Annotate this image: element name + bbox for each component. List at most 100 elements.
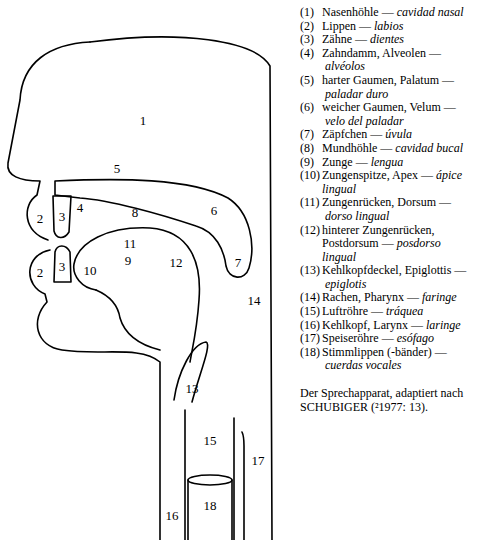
part-number: (11)	[300, 196, 320, 210]
spanish-term: cuerdas vocales	[325, 358, 402, 372]
spanish-term: paladar duro	[325, 87, 388, 101]
german-term: Kehlkopf, Larynx —	[322, 318, 423, 332]
vocal-cords	[188, 475, 232, 485]
part-number: (15)	[300, 305, 320, 319]
german-term: harter Gaumen, Palatum —	[322, 73, 454, 87]
legend-entry: (7) Zäpfchen —úvula	[300, 128, 476, 142]
part-number: (9)	[300, 156, 314, 170]
part-number: (12)	[300, 224, 320, 238]
german-term: Mundhöhle —	[322, 141, 392, 155]
legend-entry: (9) Zunge —lengua	[300, 156, 476, 170]
legend-entry: (17)Speiseröhre —esófago	[300, 332, 476, 346]
legend-entry: (14)Rachen, Pharynx —faringe	[300, 291, 476, 305]
part-number: (1)	[300, 6, 314, 20]
callout-number: 18	[204, 499, 217, 512]
german-term: weicher Gaumen, Velum —	[322, 100, 456, 114]
legend-entry: (12)hinterer Zungenrücken, Postdorsum —p…	[300, 224, 476, 265]
spanish-term: esófago	[397, 331, 434, 345]
spanish-term: faringe	[422, 290, 457, 304]
legend-entry: (5) harter Gaumen, Palatum —paladar duro	[300, 74, 476, 101]
german-term: Rachen, Pharynx —	[322, 290, 419, 304]
callout-number: 2	[37, 266, 44, 279]
german-term: Nasenhöhle —	[322, 5, 394, 19]
callout-number: 5	[114, 162, 121, 175]
legend-column: (1)Nasenhöhle —cavidad nasal(2)Lippen —l…	[300, 6, 476, 414]
tongue	[74, 228, 200, 362]
part-number: (16)	[300, 319, 320, 333]
callout-number: 3	[59, 210, 66, 223]
upper-tooth	[53, 196, 71, 238]
german-term: Zahndamm, Alveolen —	[322, 46, 441, 60]
part-number: (3)	[300, 33, 314, 47]
callout-number: 15	[204, 434, 217, 447]
legend-entry: (4) Zahndamm, Alveolen —alvéolos	[300, 47, 476, 74]
german-term: Kehlkopfdeckel, Epiglottis —	[322, 263, 466, 277]
german-term: Zungenspitze, Apex —	[322, 168, 433, 182]
callout-number: 6	[211, 204, 218, 217]
callout-number: 7	[235, 256, 242, 269]
face-profile	[8, 42, 90, 240]
german-term: Stimmlippen (-bänder) —	[322, 345, 447, 359]
mouth-floor	[96, 290, 160, 350]
legend-entry: (16)Kehlkopf, Larynx —laringe	[300, 319, 476, 333]
legend-entry: (8) Mundhöhle —cavidad bucal	[300, 142, 476, 156]
legend-entry: (15)Luftröhre —tráquea	[300, 305, 476, 319]
german-term: Zähne —	[322, 32, 367, 46]
spanish-term: alvéolos	[325, 59, 365, 73]
spanish-term: laringe	[426, 318, 461, 332]
chin-profile	[30, 250, 160, 540]
legend-entry: (1) Nasenhöhle —cavidad nasal	[300, 6, 476, 20]
legend-entry: (18)Stimmlippen (-bänder) —cuerdas vocal…	[300, 346, 476, 373]
callout-number: 10	[84, 264, 97, 277]
callout-number: 4	[77, 201, 84, 214]
callout-number: 9	[125, 254, 132, 267]
part-number: (6)	[300, 101, 314, 115]
spanish-term: velo del paladar	[325, 114, 404, 128]
esophagus	[242, 432, 244, 540]
spanish-term: labios	[374, 19, 403, 33]
legend-entry: (2) Lippen —labios	[300, 20, 476, 34]
spanish-term: úvula	[385, 127, 412, 141]
pharynx-wall	[90, 37, 272, 540]
german-term: Lippen —	[322, 19, 371, 33]
part-number: (18)	[300, 346, 320, 360]
trachea	[185, 410, 234, 540]
part-number: (7)	[300, 128, 314, 142]
part-number: (17)	[300, 332, 320, 346]
spanish-term: cavidad bucal	[395, 141, 463, 155]
spanish-term: lengua	[371, 155, 404, 169]
german-term: Speiseröhre —	[322, 331, 394, 345]
part-number: (4)	[300, 47, 314, 61]
spanish-term: tráquea	[386, 304, 423, 318]
spanish-term: cavidad nasal	[397, 5, 464, 19]
caption: Der Sprechapparat, adaptiert nach SCHUBI…	[300, 387, 476, 414]
callout-number: 13	[186, 382, 199, 395]
legend-entry: (10)Zungenspitze, Apex —ápice lingual	[300, 169, 476, 196]
callout-number: 2	[37, 212, 44, 225]
part-number: (14)	[300, 291, 320, 305]
part-number: (2)	[300, 20, 314, 34]
part-number: (8)	[300, 142, 314, 156]
german-term: Zunge —	[322, 155, 368, 169]
part-number: (5)	[300, 74, 314, 88]
spanish-term: dientes	[370, 32, 404, 46]
legend-entry: (3) Zähne —dientes	[300, 33, 476, 47]
callout-number: 3	[59, 260, 66, 273]
lower-tooth	[54, 246, 71, 282]
spanish-term: epiglotis	[325, 277, 366, 291]
callout-number: 12	[170, 256, 183, 269]
callout-number: 16	[166, 509, 179, 522]
callout-number: 1	[140, 114, 147, 127]
callout-number: 17	[252, 454, 265, 467]
callout-number: 11	[124, 237, 137, 250]
german-term: Zäpfchen —	[322, 127, 382, 141]
legend-entry: (13)Kehlkopfdeckel, Epiglottis —epigloti…	[300, 264, 476, 291]
legend-entry: (11)Zungenrücken, Dorsum —dorso lingual	[300, 196, 476, 223]
part-number: (10)	[300, 169, 320, 183]
epiglottis	[174, 342, 208, 402]
vocal-cords-sides	[188, 480, 232, 540]
callout-number: 8	[132, 206, 139, 219]
legend-entry: (6) weicher Gaumen, Velum —velo del palad…	[300, 101, 476, 128]
german-term: Luftröhre —	[322, 304, 383, 318]
german-term: Zungenrücken, Dorsum —	[322, 195, 451, 209]
